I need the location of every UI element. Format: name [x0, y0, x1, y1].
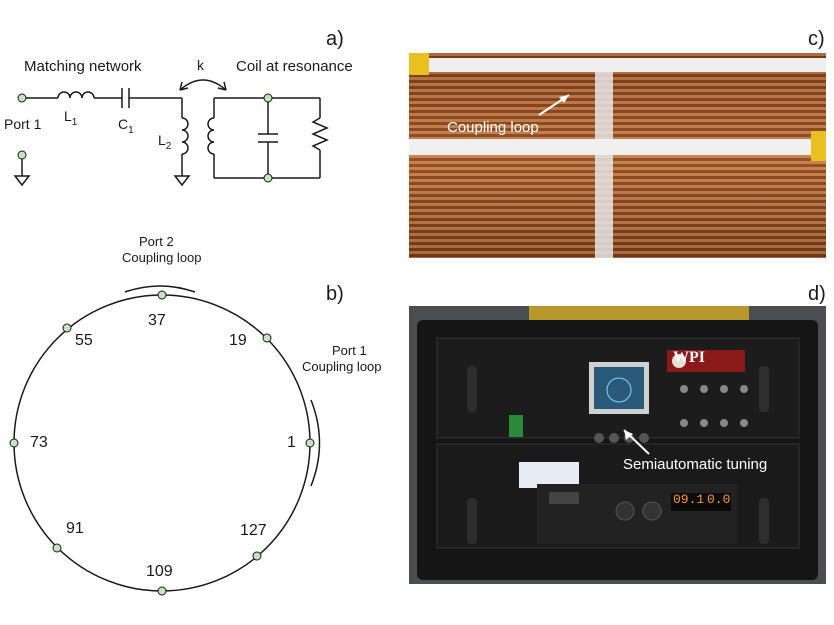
rack-photo-drawing — [409, 306, 826, 584]
port1-coupling-arc — [310, 399, 321, 487]
panel-label-a: a) — [326, 28, 344, 50]
port1-terminal-top — [17, 93, 27, 103]
semiautomatic-tuning-caption: Semiautomatic tuning — [623, 456, 768, 473]
panel-label-c: c) — [808, 28, 825, 50]
rung-label-73: 73 — [30, 434, 48, 451]
L2-label: L2 — [158, 132, 172, 152]
rung-label-19: 19 — [229, 332, 247, 349]
birdcage-ring-diagram — [9, 285, 321, 596]
rung-label-55: 55 — [75, 332, 93, 349]
rack-photo: WPI Semiautomatic tuning 09.1 0.0 — [409, 306, 826, 584]
coil-photo-drawing — [409, 53, 826, 258]
rung-label-109: 109 — [146, 563, 173, 580]
rung-node-127 — [252, 551, 262, 561]
matching-network-label: Matching network — [24, 58, 142, 75]
rung-label-1: 1 — [287, 434, 296, 451]
rung-node-37 — [157, 290, 167, 300]
coupling-loop-caption: Coupling loop — [447, 119, 539, 136]
rung-node-55 — [62, 323, 72, 333]
coil-photo: Coupling loop — [409, 53, 826, 258]
coil-at-resonance-label: Coil at resonance — [236, 58, 353, 75]
rung-label-37: 37 — [148, 312, 166, 329]
port1-ring-label: Port 1 — [332, 343, 367, 358]
rung-node-73 — [9, 438, 19, 448]
rung-label-127: 127 — [240, 522, 267, 539]
display-right-readout: 0.0 — [707, 492, 731, 507]
rung-node-19 — [262, 333, 272, 343]
L1-label: L1 — [64, 108, 78, 128]
rung-label-91: 91 — [66, 520, 84, 537]
C1-label: C1 — [118, 116, 134, 136]
panel-label-b: b) — [326, 283, 344, 305]
rung-node-1 — [305, 438, 315, 448]
port2-coupling-label: Coupling loop — [122, 250, 202, 265]
display-left-readout: 09.1 — [673, 492, 705, 507]
panel-label-d: d) — [808, 283, 826, 305]
rung-node-91 — [52, 543, 62, 553]
port2-label: Port 2 — [139, 234, 174, 249]
coupling-k-label: k — [197, 57, 204, 73]
port1-label: Port 1 — [4, 116, 42, 132]
rung-node-109 — [157, 586, 167, 596]
wpi-logo-text: WPI — [673, 349, 705, 366]
circuit-schematic — [13, 79, 329, 187]
port1-coupling-label: Coupling loop — [302, 359, 382, 374]
port1-terminal-bottom — [17, 150, 27, 160]
port2-coupling-arc — [124, 285, 196, 293]
